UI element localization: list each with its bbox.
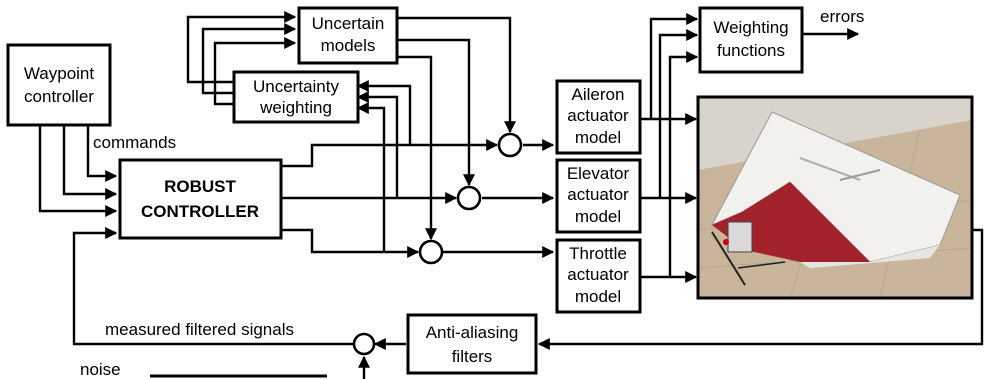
uav-photo-frame: [696, 95, 974, 300]
elevator-actuator-block: Elevator actuator model: [555, 158, 642, 234]
sum-junction-throttle: [418, 239, 444, 265]
anti-aliasing-filters-block: Anti-aliasing filters: [406, 313, 538, 375]
commands-label: commands: [93, 133, 176, 152]
sum-junction-elevator: [456, 185, 482, 211]
aileron-line-3: model: [575, 128, 621, 147]
uncertainty-weighting-block: Uncertainty weighting: [232, 70, 360, 124]
aileron-line-1: Aileron: [572, 85, 625, 104]
uav-photo: [698, 97, 972, 298]
robust-line-1: ROBUST: [164, 177, 236, 196]
throttle-line-2: actuator: [567, 265, 629, 284]
waypoint-line-1: Waypoint: [24, 64, 95, 83]
elevator-line-1: Elevator: [567, 164, 630, 183]
uncertainty-weighting-line-2: weighting: [259, 98, 332, 117]
noise-label: noise: [80, 360, 121, 379]
waypoint-controller-block: Waypoint controller: [6, 43, 112, 127]
sum-junction-aileron: [497, 132, 523, 158]
throttle-line-3: model: [575, 287, 621, 306]
weighting-functions-line-1: Weighting: [713, 18, 788, 37]
uncertainty-weighting-line-1: Uncertainty: [253, 77, 339, 96]
aileron-actuator-block: Aileron actuator model: [555, 79, 642, 155]
elevator-line-2: actuator: [567, 185, 629, 204]
robust-line-2: CONTROLLER: [141, 202, 259, 221]
uncertain-models-line-2: models: [321, 36, 376, 55]
wires: [38, 11, 984, 379]
robust-controller-block: ROBUST CONTROLLER: [118, 158, 283, 240]
uncertain-models-block: Uncertain models: [297, 6, 399, 65]
waypoint-line-2: controller: [24, 87, 94, 106]
aileron-line-2: actuator: [567, 106, 629, 125]
measured-filtered-signals-label: measured filtered signals: [105, 320, 294, 339]
throttle-actuator-block: Throttle actuator model: [555, 238, 642, 314]
anti-aliasing-line-2: filters: [452, 347, 493, 366]
throttle-line-1: Throttle: [569, 244, 627, 263]
weighting-functions-block: Weighting functions: [698, 6, 804, 74]
weighting-functions-line-2: functions: [717, 41, 785, 60]
uncertain-models-line-1: Uncertain: [312, 14, 385, 33]
sum-junction-feedback: [352, 332, 376, 356]
elevator-line-3: model: [575, 207, 621, 226]
errors-label: errors: [820, 7, 864, 26]
anti-aliasing-line-1: Anti-aliasing: [426, 323, 519, 342]
